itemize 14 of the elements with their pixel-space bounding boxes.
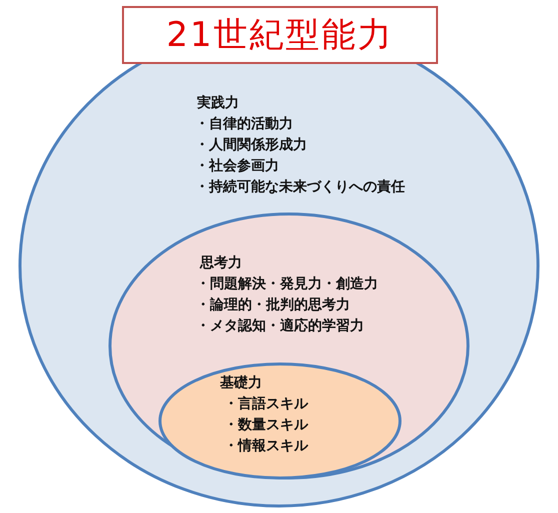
bullet-item: ・持続可能な未来づくりへの責任 <box>195 178 405 196</box>
section-heading: 実践力 <box>197 94 239 112</box>
bullet-item: ・論理的・批判的思考力 <box>196 296 350 314</box>
bullet-item: ・メタ認知・適応的学習力 <box>196 317 364 335</box>
title-box: 21世紀型能力 <box>122 6 438 64</box>
bullet-item: ・自律的活動力 <box>195 115 293 133</box>
bullet-item: ・社会参画力 <box>195 157 279 175</box>
bullet-item: ・人間関係形成力 <box>195 136 307 154</box>
bullet-item: ・情報スキル <box>224 437 308 455</box>
section-heading: 思考力 <box>200 254 242 272</box>
section-heading: 基礎力 <box>220 374 262 392</box>
bullet-item: ・問題解決・発見力・創造力 <box>196 275 378 293</box>
bullet-item: ・言語スキル <box>224 395 308 413</box>
bullet-item: ・数量スキル <box>224 416 308 434</box>
